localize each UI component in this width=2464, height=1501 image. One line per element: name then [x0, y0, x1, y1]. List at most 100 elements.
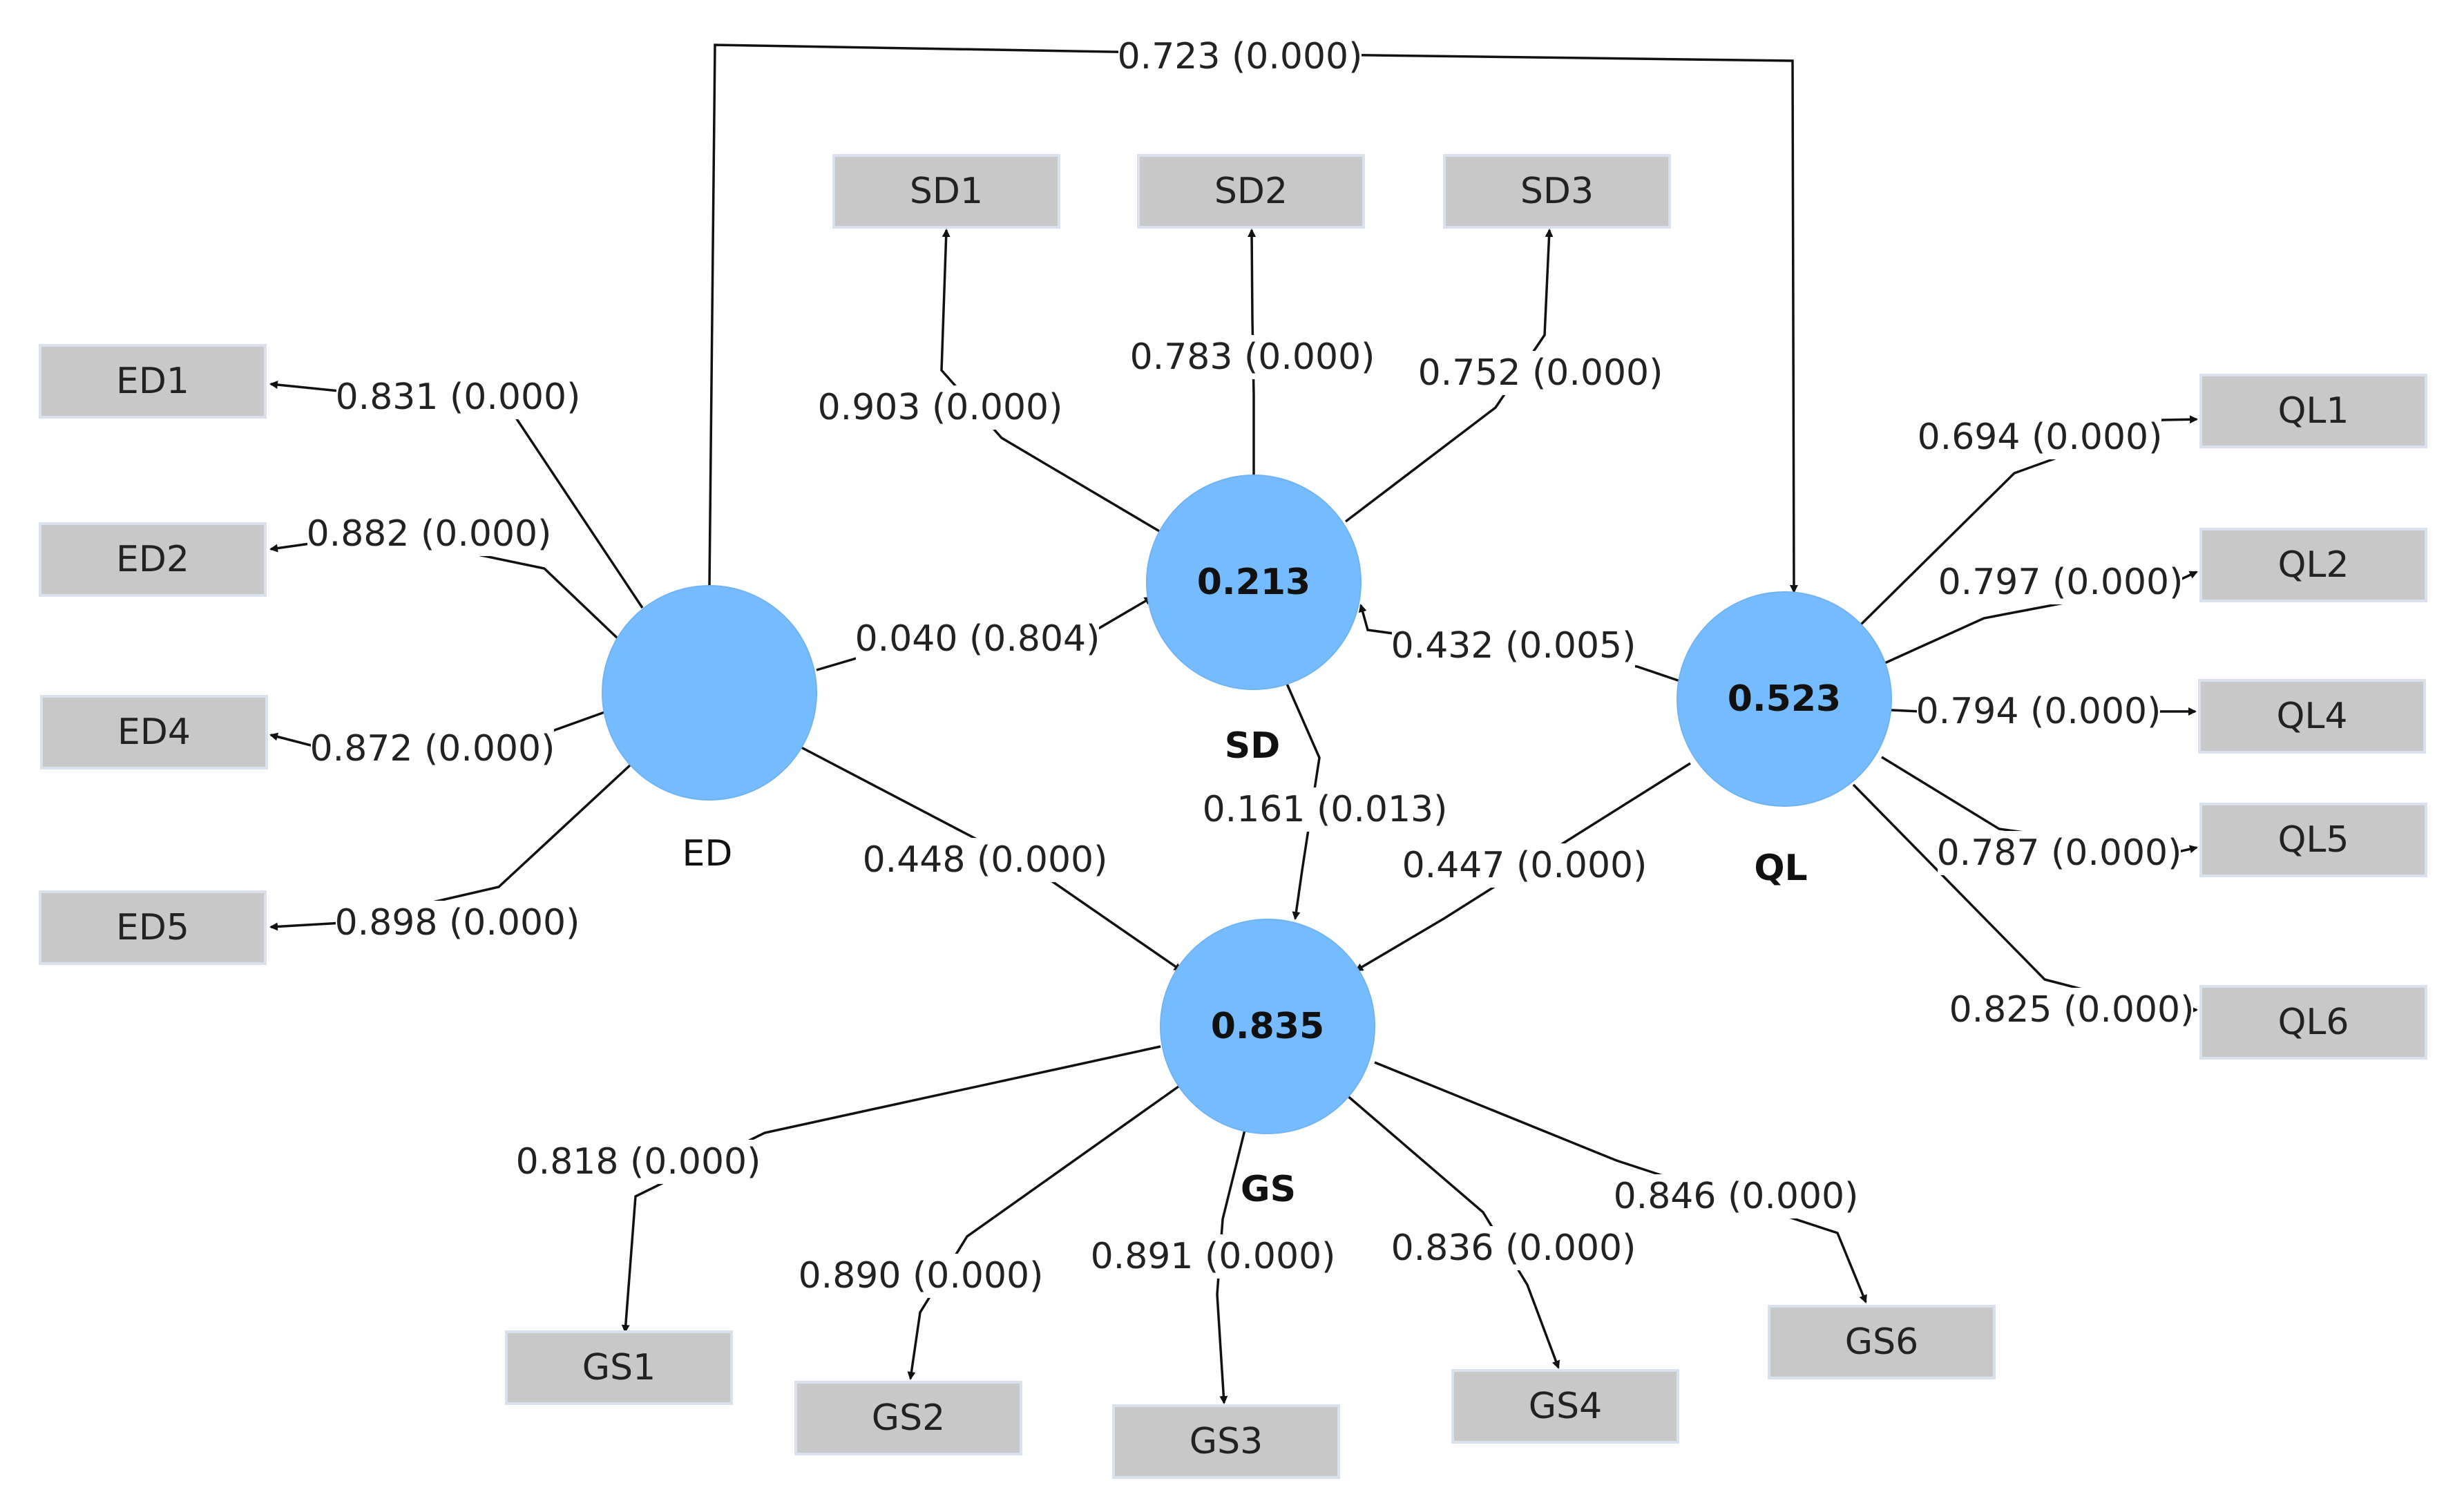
loading-label-ed4: 0.872 (0.000)	[310, 728, 555, 769]
loading-label-ql2: 0.797 (0.000)	[1938, 562, 2184, 603]
indicator-label: GS3	[1190, 1421, 1263, 1462]
indicator-label: GS6	[1845, 1321, 1918, 1363]
indicator-box	[1768, 1305, 1996, 1379]
indicator-label: SD3	[1520, 171, 1594, 212]
loading-label-gs1: 0.818 (0.000)	[516, 1141, 761, 1183]
latent-r-squared: 0.523	[1728, 678, 1841, 720]
loading-label-gs2-bg	[799, 1254, 1042, 1298]
loading-label-ql5: 0.787 (0.000)	[1937, 832, 2182, 874]
loading-label-ql5-bg	[1938, 831, 2181, 875]
loading-label-gs1-bg	[517, 1140, 760, 1184]
latent-name: QL	[1754, 848, 1807, 889]
latent-name: ED	[682, 833, 733, 874]
path-label-ed-gs: 0.448 (0.000)	[863, 839, 1108, 881]
path-label-ql-sd-bg	[1392, 624, 1635, 668]
indicator-sd3: SD3	[1443, 154, 1671, 229]
loading-label-gs6-bg	[1614, 1174, 1857, 1218]
indicator-box	[1112, 1404, 1340, 1479]
latent-name: GS	[1241, 1169, 1296, 1210]
path-label-ed-gs-bg	[863, 838, 1107, 882]
indicator-box	[39, 522, 267, 597]
loading-label-ed4-bg	[311, 727, 554, 771]
indicator-box	[1137, 154, 1365, 229]
indicator-label: SD2	[1214, 171, 1288, 212]
latent-circle	[1146, 475, 1362, 690]
indicator-label: QL4	[2277, 696, 2348, 737]
loading-label-sd3: 0.752 (0.000)	[1418, 352, 1663, 394]
indicator-label: SD1	[910, 171, 983, 212]
indicator-gs1: GS1	[505, 1330, 733, 1405]
indicator-gs3: GS3	[1112, 1404, 1340, 1479]
latent-circle	[602, 585, 817, 801]
loading-label-sd1: 0.903 (0.000)	[818, 387, 1063, 428]
indicator-gs4: GS4	[1451, 1369, 1679, 1444]
loading-label-gs4-bg	[1392, 1226, 1635, 1270]
loading-label-sd2-bg	[1131, 335, 1374, 379]
path-label-sd-gs: 0.161 (0.013)	[1203, 789, 1448, 830]
loading-label-ed2: 0.882 (0.000)	[307, 513, 552, 555]
loading-label-gs6: 0.846 (0.000)	[1614, 1176, 1859, 1217]
indicator-label: ED1	[116, 361, 189, 402]
indicator-box	[2199, 374, 2427, 448]
loading-label-ql4: 0.794 (0.000)	[1916, 691, 2161, 732]
indicator-label: QL5	[2278, 819, 2349, 861]
edges-layer	[269, 44, 2198, 1404]
path-label-ed-sd: 0.040 (0.804)	[855, 618, 1100, 660]
latent-r-squared: 0.835	[1211, 1006, 1324, 1047]
path-label-ql-sd: 0.432 (0.005)	[1391, 625, 1636, 667]
indicator-sd1: SD1	[832, 154, 1060, 229]
path-arrow-ed-ql	[708, 44, 1798, 593]
latent-r-squared: 0.213	[1197, 562, 1310, 603]
latent-name: SD	[1225, 725, 1281, 767]
indicator-box	[794, 1381, 1022, 1455]
loading-label-ed1: 0.831 (0.000)	[336, 376, 581, 418]
indicator-label: GS1	[582, 1347, 656, 1388]
loading-label-ql6-bg	[1950, 988, 2193, 1032]
loading-label-gs3: 0.891 (0.000)	[1091, 1236, 1336, 1277]
indicator-label: QL2	[2278, 544, 2349, 586]
indicator-sd2: SD2	[1137, 154, 1365, 229]
loading-label-ql6: 0.825 (0.000)	[1949, 989, 2195, 1031]
path-label-ed-ql-bg	[1118, 35, 1362, 79]
indicator-label: ED5	[116, 907, 189, 948]
indicator-gs2: GS2	[794, 1381, 1022, 1455]
latent-circle	[1160, 919, 1375, 1134]
indicator-box	[832, 154, 1060, 229]
loading-label-ql1-bg	[1918, 415, 2161, 459]
indicator-box	[2199, 803, 2427, 877]
path-label-sd-gs-bg	[1203, 787, 1446, 832]
loading-label-ed5: 0.898 (0.000)	[335, 902, 580, 944]
loading-label-gs3-bg	[1091, 1234, 1335, 1279]
path-label-ql-gs: 0.447 (0.000)	[1402, 845, 1648, 886]
loading-arrow-ql6	[1852, 783, 2198, 1014]
indicator-ql1: QL1	[2199, 374, 2427, 448]
latent-ed: ED	[602, 585, 817, 874]
indicator-ql6: QL6	[2199, 985, 2427, 1060]
indicator-label: GS4	[1529, 1386, 1602, 1427]
loading-label-gs2: 0.890 (0.000)	[799, 1255, 1044, 1297]
indicator-box	[39, 344, 267, 419]
indicator-box	[40, 695, 268, 769]
indicator-ed5: ED5	[39, 890, 267, 965]
loading-label-ql4-bg	[1917, 689, 2160, 734]
path-label-ed-ql: 0.723 (0.000)	[1118, 36, 1363, 77]
loading-label-sd2: 0.783 (0.000)	[1130, 336, 1375, 378]
indicator-ed1: ED1	[39, 344, 267, 419]
path-label-ql-gs-bg	[1403, 843, 1646, 888]
loading-label-ql2-bg	[1939, 560, 2182, 604]
indicator-label: GS2	[872, 1397, 945, 1439]
indicator-ql5: QL5	[2199, 803, 2427, 877]
indicator-box	[2199, 528, 2427, 602]
indicator-box	[505, 1330, 733, 1405]
loading-arrow-sd1	[940, 229, 1161, 533]
indicator-label: QL1	[2278, 390, 2349, 432]
indicator-label: ED4	[117, 711, 191, 753]
loading-label-ed2-bg	[307, 512, 551, 556]
loading-label-ql1: 0.694 (0.000)	[1918, 417, 2163, 458]
indicator-box	[2199, 985, 2427, 1060]
indicator-gs6: GS6	[1768, 1305, 1996, 1379]
